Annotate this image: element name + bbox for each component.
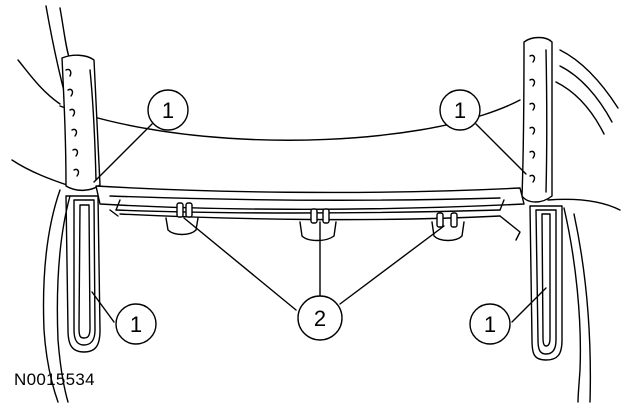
callout-label-bl: 1	[130, 312, 142, 337]
figure-reference-code: N0015534	[14, 370, 95, 389]
right-body-outline	[547, 49, 621, 403]
retainer-clips	[176, 202, 458, 228]
left-upper-weatherstrip	[61, 54, 101, 192]
callout-label-br: 1	[484, 312, 496, 337]
callout-circle-bl	[115, 303, 157, 345]
header-rail	[95, 185, 525, 242]
callout-label-tr: 1	[454, 98, 466, 123]
callout-label-tl: 1	[162, 98, 174, 123]
right-lower-channel	[529, 205, 563, 361]
callout-circle-tl	[147, 89, 189, 131]
right-upper-weatherstrip	[521, 36, 553, 203]
callout-circle-br	[469, 303, 511, 345]
left-lower-channel	[65, 195, 101, 353]
callout-circle-center	[297, 295, 343, 341]
callout-circle-tr	[439, 89, 481, 131]
roof-curve	[59, 99, 521, 141]
callout-label-center: 2	[314, 306, 326, 331]
leader-lines	[91, 123, 547, 323]
